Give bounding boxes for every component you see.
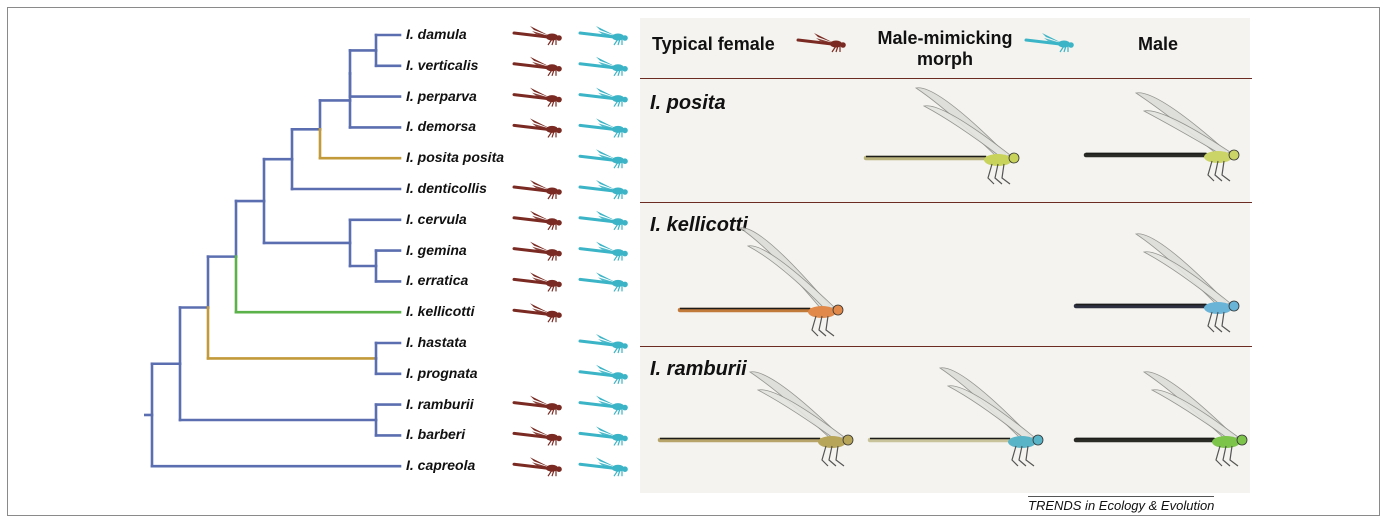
ramburii-male-photo (1076, 372, 1247, 466)
ramburii-male-mimic-photo (870, 368, 1043, 466)
ramburii-typical-female-photo (660, 372, 853, 466)
posita-male-mimic-photo (866, 88, 1019, 184)
posita-male-photo (1086, 93, 1239, 181)
journal-credit: TRENDS in Ecology & Evolution (1028, 496, 1214, 513)
kellicotti-typical-female-photo (680, 228, 843, 336)
kellicotti-male-photo (1076, 234, 1239, 332)
